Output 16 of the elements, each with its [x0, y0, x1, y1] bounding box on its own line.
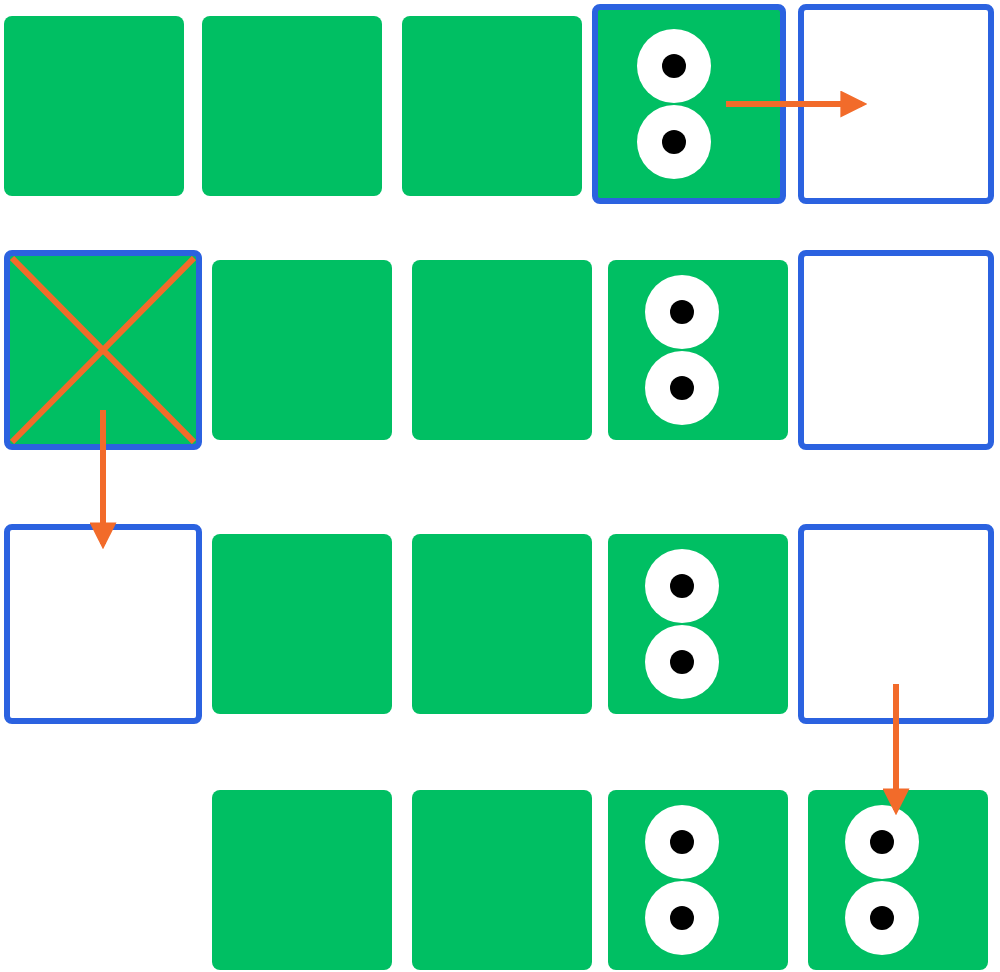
filled-tile — [412, 534, 592, 714]
arrow — [89, 410, 117, 550]
filled-tile — [4, 16, 184, 196]
filled-tile — [402, 16, 582, 196]
empty-tile — [798, 4, 994, 204]
filled-tile — [212, 260, 392, 440]
empty-tile — [798, 524, 994, 724]
arrow — [882, 684, 910, 816]
filled-tile — [412, 790, 592, 970]
filled-tile — [212, 790, 392, 970]
empty-tile — [4, 524, 202, 724]
arrow — [726, 90, 868, 118]
filled-tile — [412, 260, 592, 440]
filled-tile — [212, 534, 392, 714]
empty-tile — [798, 250, 994, 450]
filled-tile — [202, 16, 382, 196]
